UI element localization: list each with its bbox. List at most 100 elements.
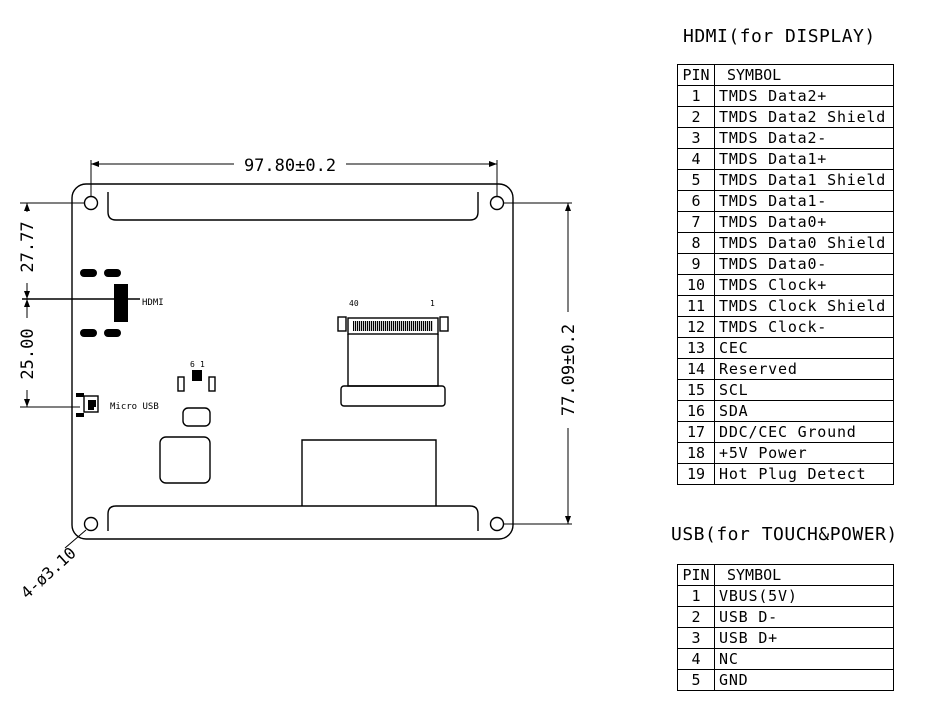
fpc-contact (403, 321, 405, 331)
hdmi-pad (80, 269, 97, 277)
hdmi-table-title: HDMI(for DISPLAY) (683, 26, 876, 47)
fpc-pin-right-label: 1 (430, 299, 435, 308)
pin-number: 3 (677, 627, 715, 649)
pin-number: 17 (677, 421, 715, 443)
bottom-slot (107, 505, 479, 531)
hdmi-connector-body (114, 284, 128, 322)
pin-number: 1 (677, 585, 715, 607)
fpc-contact (411, 321, 413, 331)
pad-filled (192, 370, 202, 381)
fpc-contact (377, 321, 379, 331)
table-header-row: PIN SYMBOL (677, 64, 894, 86)
pin-symbol: TMDS Data0- (714, 253, 894, 275)
header-pin: PIN (677, 564, 715, 586)
pin-number: 7 (677, 211, 715, 233)
fpc-contact (389, 321, 391, 331)
micro-usb-label: Micro USB (110, 402, 159, 412)
hdmi-pad (80, 329, 97, 337)
pin-symbol: TMDS Clock- (714, 316, 894, 338)
pin-number: 16 (677, 400, 715, 422)
pin-symbol: GND (714, 669, 894, 691)
pin-number: 2 (677, 606, 715, 628)
chip (159, 436, 211, 484)
dim-width-label: 97.80±0.2 (244, 156, 336, 176)
dim-top-offset-label: 27.77 (18, 221, 38, 272)
pin-symbol: TMDS Clock+ (714, 274, 894, 296)
pin-number: 13 (677, 337, 715, 359)
pin-number: 1 (677, 85, 715, 107)
board-outline (71, 183, 514, 540)
fpc-contact (379, 321, 381, 331)
fpc-contact (423, 321, 425, 331)
fpc-contact (399, 321, 401, 331)
pin-symbol: TMDS Data0 Shield (714, 232, 894, 254)
fpc-contact (425, 321, 427, 331)
micro-usb-pad (88, 400, 96, 407)
fpc-contact (401, 321, 403, 331)
pin-number: 2 (677, 106, 715, 128)
pad (177, 376, 185, 392)
fpc-contact (405, 321, 407, 331)
dim-hole-label: 4-ø3.10 (17, 543, 80, 602)
pad (208, 376, 216, 392)
pin-symbol: USB D- (714, 606, 894, 628)
fpc-contact (375, 321, 377, 331)
fpc-cable (347, 334, 439, 387)
fpc-contact (365, 321, 367, 331)
conn-pin-right-label: 1 (200, 360, 205, 369)
micro-usb-pad (76, 393, 84, 397)
fpc-contact (413, 321, 415, 331)
fpc-contact (415, 321, 417, 331)
pin-number: 8 (677, 232, 715, 254)
pin-number: 6 (677, 190, 715, 212)
pin-symbol: VBUS(5V) (714, 585, 894, 607)
pin-number: 3 (677, 127, 715, 149)
mounting-hole (489, 195, 505, 211)
fpc-contact (381, 321, 383, 331)
fpc-contact (363, 321, 365, 331)
fpc-contact (359, 321, 361, 331)
fpc-contact (383, 321, 385, 331)
header-symbol: SYMBOL (714, 564, 894, 586)
pin-symbol: TMDS Data2- (714, 127, 894, 149)
pin-symbol: SCL (714, 379, 894, 401)
fpc-contact (355, 321, 357, 331)
header-pin: PIN (677, 64, 715, 86)
fpc-contact (419, 321, 421, 331)
pin-number: 4 (677, 648, 715, 670)
header-symbol: SYMBOL (714, 64, 894, 86)
table-row: 18+5V Power (677, 442, 894, 464)
hdmi-pad (104, 329, 121, 337)
pin-symbol: TMDS Data0+ (714, 211, 894, 233)
bottom-connector-outline (301, 439, 437, 506)
dim-mid-offset-label: 25.00 (18, 328, 38, 379)
pin-number: 18 (677, 442, 715, 464)
fpc-contact (357, 321, 359, 331)
fpc-contact (367, 321, 369, 331)
fpc-contact (393, 321, 395, 331)
fpc-contact (409, 321, 411, 331)
pin-number: 5 (677, 169, 715, 191)
small-component (182, 407, 211, 427)
pin-symbol: TMDS Data2+ (714, 85, 894, 107)
hdmi-pad (104, 269, 121, 277)
